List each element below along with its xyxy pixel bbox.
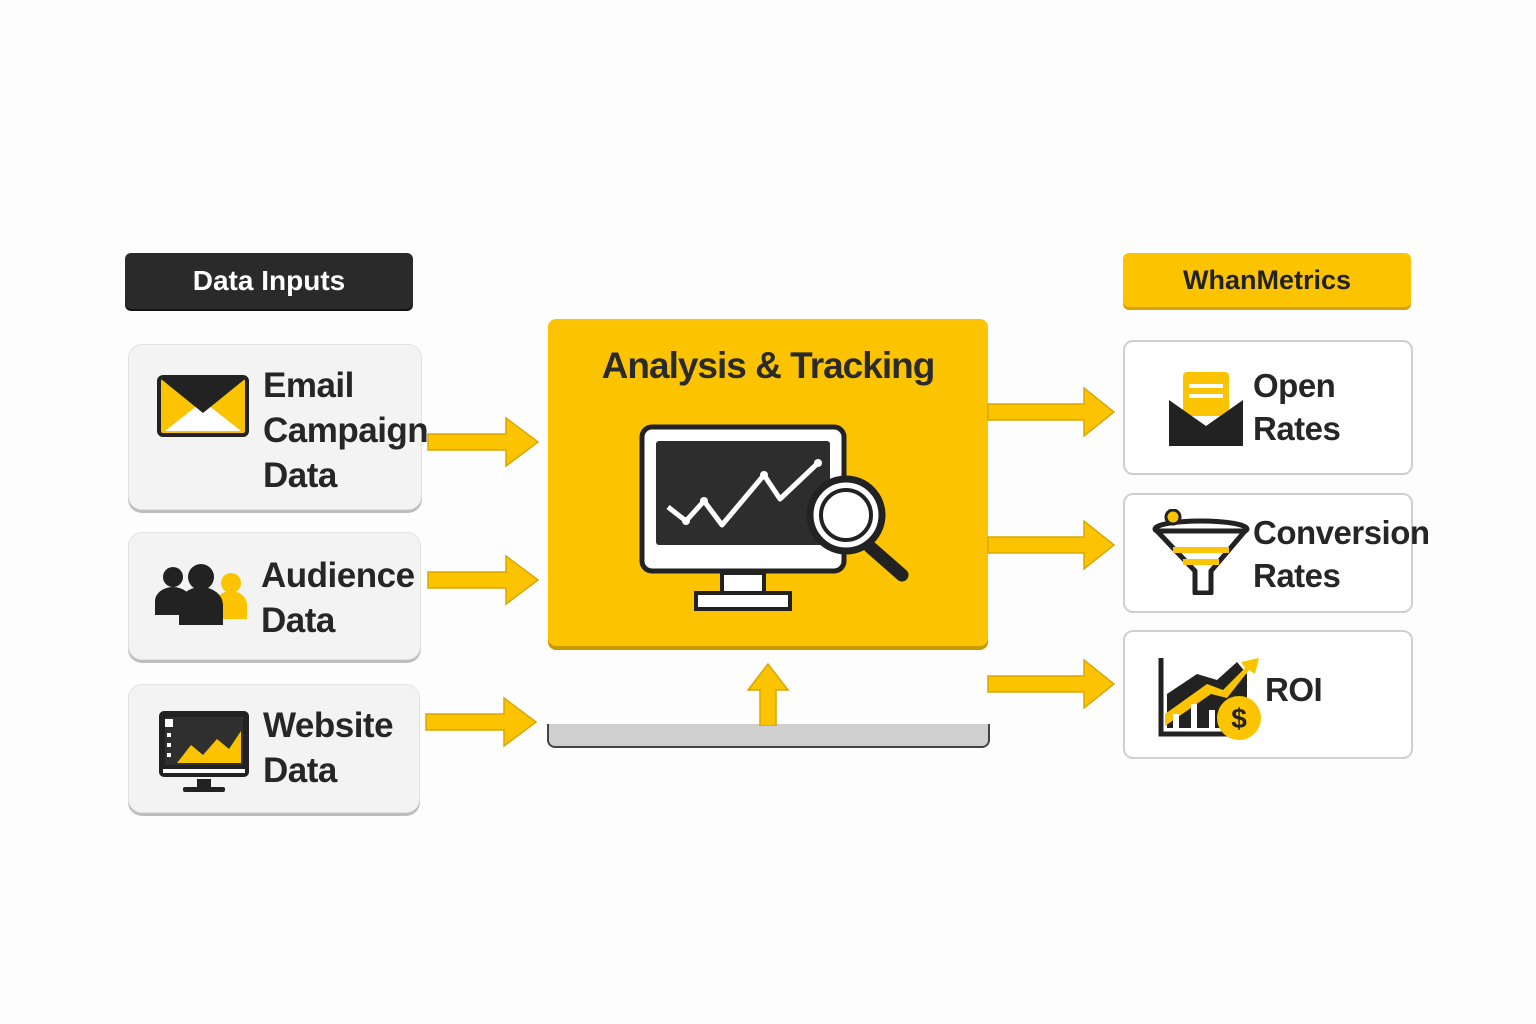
- arrow-to-roi: [987, 658, 1116, 710]
- data-inputs-header: Data Inputs: [125, 253, 413, 309]
- data-collection-base: [547, 724, 990, 748]
- users-icon: [155, 564, 247, 625]
- roi-card: $ ROI: [1123, 630, 1413, 759]
- svg-text:$: $: [1231, 703, 1247, 734]
- arrow-base-to-analysis: [746, 662, 790, 726]
- roi-label: ROI: [1265, 671, 1323, 708]
- open-envelope-icon: [1169, 372, 1243, 446]
- arrow-to-open-rates: [987, 386, 1116, 438]
- monitor-chart-icon: [159, 711, 249, 792]
- arrow-website-to-analysis: [425, 696, 538, 748]
- analysis-tracking-box: Analysis & Tracking: [548, 319, 988, 646]
- arrow-to-conversion-rates: [987, 519, 1116, 571]
- arrow-audience-to-analysis: [427, 554, 540, 606]
- whanmetrics-label: WhanMetrics: [1182, 264, 1352, 295]
- arrow-email-to-analysis: [427, 416, 540, 468]
- monitor-magnifier-icon: [639, 424, 909, 611]
- whanmetrics-header: WhanMetrics: [1123, 253, 1411, 307]
- envelope-icon: [157, 375, 249, 437]
- analysis-tracking-title: Analysis & Tracking: [601, 345, 936, 386]
- data-inputs-label: Data Inputs: [192, 265, 346, 296]
- growth-dollar-icon: $: [1158, 658, 1261, 740]
- funnel-icon: [1152, 509, 1250, 595]
